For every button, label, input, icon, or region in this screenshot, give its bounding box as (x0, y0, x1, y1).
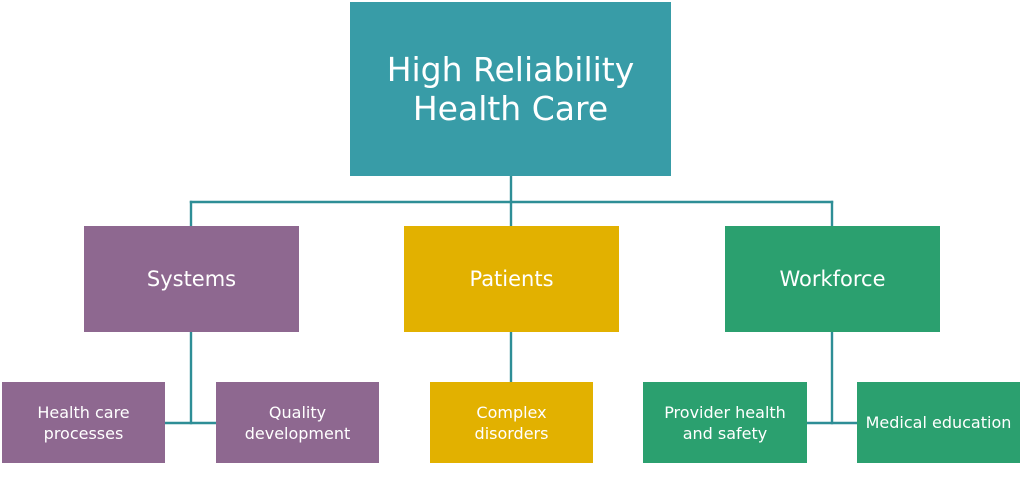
root-node-label-line-2: Health Care (412, 89, 609, 128)
leaf-node-complex-disorders-label: Complex disorders (474, 402, 549, 443)
leaf-node-medical-education: Medical education (857, 382, 1020, 463)
leaf-node-medical-education-label: Medical education (865, 413, 1012, 432)
branch-node-patients-label: Patients (469, 267, 554, 291)
branch-node-workforce-label: Workforce (779, 267, 886, 291)
branch-node-workforce: Workforce (725, 226, 940, 332)
branch-node-patients: Patients (404, 226, 619, 332)
root-node-label-line-1: High Reliability (386, 50, 635, 89)
leaf-node-complex-disorders: Complex disorders (430, 382, 593, 463)
leaf-node-provider-health-and-safety: Provider health and safety (643, 382, 807, 463)
branch-node-systems: Systems (84, 226, 299, 332)
leaf-node-health-care-processes: Health care processes (2, 382, 165, 463)
root-node-label: High Reliability Health Care (387, 50, 635, 128)
leaf-node-quality-development-label: Quality development (244, 402, 351, 443)
leaf-node-provider-health-and-safety-label: Provider health and safety (664, 402, 786, 443)
leaf-node-quality-development: Quality development (216, 382, 379, 463)
leaf-node-health-care-processes-label: Health care processes (37, 402, 130, 443)
root-node-high-reliability-health-care: High Reliability Health Care (350, 2, 671, 176)
branch-node-systems-label: Systems (146, 267, 237, 291)
